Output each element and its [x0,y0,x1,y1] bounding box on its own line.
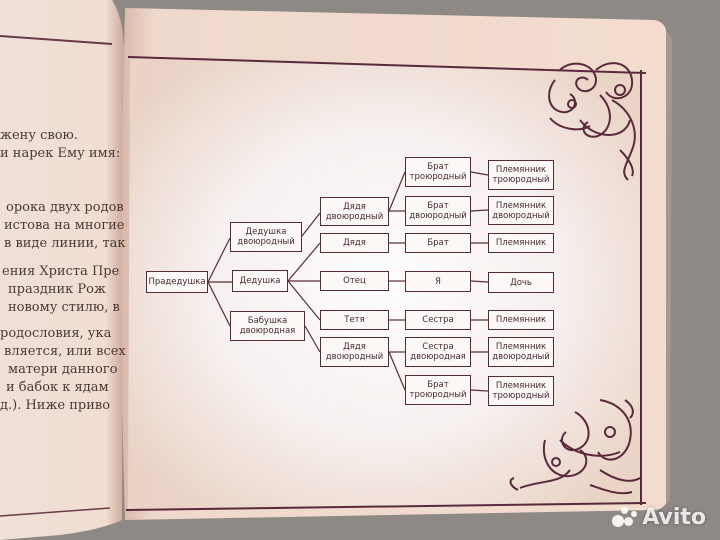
left-text-line: и нарек Ему имя: [0,146,121,161]
left-text-line: новому стилю, в [8,300,120,315]
node-ded: Дедушка [232,270,288,292]
node-otec: Отец [320,271,389,291]
node-ya: Я [405,271,471,292]
left-text-line: ения Христа Пре [2,264,120,279]
left-text-line: д.). Ниже приво [0,398,111,413]
node-praded: Прадедушка [146,271,208,293]
node-plem-1: Племянник [488,233,554,253]
avito-logo-icon [612,506,638,529]
tree-connectors [207,171,489,392]
corner-ornament-top [548,62,636,181]
left-text-line: праздник Рож [8,282,106,297]
left-text-line: родословия, ука [0,326,112,341]
left-text-line: жену свою. [0,128,78,143]
node-doch: Дочь [488,272,554,293]
corner-ornament-bottom [509,399,641,495]
node-tetya: Тетя [320,310,389,330]
watermark-text: Avito [642,505,706,530]
left-text-line: истова на многие [4,218,125,233]
node-brat: Брат [405,233,471,253]
node-dyadya: Дядя [320,233,389,253]
avito-watermark: Avito [612,505,706,530]
left-text-line: и бабок к ядам [6,380,109,395]
left-text-line: матери данного [8,362,118,377]
left-page [0,0,125,540]
left-text-line: орока двух родов [6,200,124,215]
left-text-line: в виде линии, так [4,236,126,251]
node-plem-2: Племянник [488,310,554,330]
left-text-line: вляется, или всех [4,344,126,359]
node-sestra: Сестра [405,310,471,330]
